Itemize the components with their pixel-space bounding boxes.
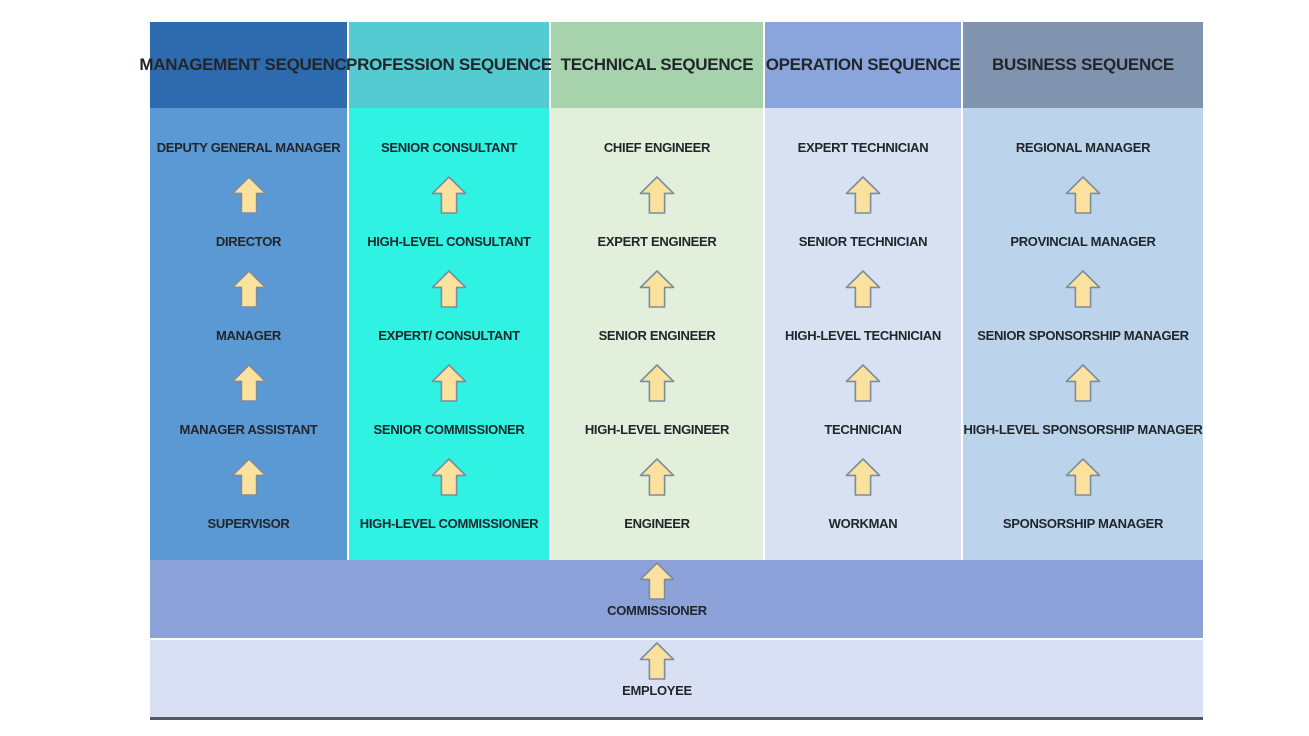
- column-header: PROFESSION SEQUENCE: [346, 22, 552, 108]
- level-label: SENIOR COMMISSIONER: [373, 422, 525, 437]
- up-arrow-icon: [639, 364, 675, 402]
- band-commissioner-content: COMMISSIONER: [551, 560, 763, 618]
- career-sequence-diagram: MANAGEMENT SEQUENCE DEPUTY GENERAL MANAG…: [139, 22, 1203, 720]
- level-label: SENIOR SPONSORSHIP MANAGER: [977, 328, 1189, 343]
- level-label: HIGH-LEVEL COMMISSIONER: [359, 516, 539, 531]
- column-body: EXPERT TECHNICIAN SENIOR TECHNICIAN HIGH…: [765, 108, 961, 560]
- up-arrow-icon: [639, 176, 675, 214]
- column-management-sequence: MANAGEMENT SEQUENCE DEPUTY GENERAL MANAG…: [139, 22, 358, 560]
- column-header: OPERATION SEQUENCE: [765, 22, 961, 108]
- level-label: REGIONAL MANAGER: [1015, 140, 1151, 155]
- sequence-columns: MANAGEMENT SEQUENCE DEPUTY GENERAL MANAG…: [139, 22, 1203, 560]
- band-employee: EMPLOYEE: [150, 640, 1203, 717]
- level-label: TECHNICIAN: [824, 422, 902, 437]
- up-arrow-icon: [1065, 364, 1101, 402]
- column-operation-sequence: OPERATION SEQUENCE EXPERT TECHNICIAN SEN…: [765, 22, 961, 560]
- level-label: EXPERT/ CONSULTANT: [378, 328, 520, 343]
- up-arrow-icon: [231, 270, 267, 308]
- up-arrow-icon: [1065, 458, 1101, 496]
- column-header: TECHNICAL SEQUENCE: [551, 22, 763, 108]
- up-arrow-icon: [845, 364, 881, 402]
- level-label: EXPERT TECHNICIAN: [797, 140, 929, 155]
- band-commissioner: COMMISSIONER: [150, 560, 1203, 638]
- column-body: DEPUTY GENERAL MANAGER DIRECTOR MANAGER …: [150, 108, 347, 560]
- column-technical-sequence: TECHNICAL SEQUENCE CHIEF ENGINEER EXPERT…: [551, 22, 763, 560]
- level-label: SENIOR ENGINEER: [598, 328, 716, 343]
- level-label: PROVINCIAL MANAGER: [1010, 234, 1156, 249]
- bottom-border: [150, 717, 1203, 720]
- level-label: SUPERVISOR: [207, 516, 290, 531]
- band-label: EMPLOYEE: [622, 683, 692, 698]
- column-body: SENIOR CONSULTANT HIGH-LEVEL CONSULTANT …: [349, 108, 549, 560]
- level-label: HIGH-LEVEL CONSULTANT: [367, 234, 531, 249]
- up-arrow-icon: [845, 458, 881, 496]
- level-label: SENIOR CONSULTANT: [381, 140, 517, 155]
- up-arrow-icon: [845, 270, 881, 308]
- level-label: HIGH-LEVEL TECHNICIAN: [785, 328, 941, 343]
- column-header: BUSINESS SEQUENCE: [963, 22, 1203, 108]
- band-divider: [150, 638, 1203, 640]
- level-label: MANAGER ASSISTANT: [179, 422, 318, 437]
- level-label: SENIOR TECHNICIAN: [798, 234, 928, 249]
- band-employee-content: EMPLOYEE: [551, 640, 763, 698]
- level-label: DIRECTOR: [215, 234, 282, 249]
- column-body: REGIONAL MANAGER PROVINCIAL MANAGER SENI…: [963, 108, 1203, 560]
- up-arrow-icon: [431, 176, 467, 214]
- up-arrow-icon: [1065, 176, 1101, 214]
- level-label: DEPUTY GENERAL MANAGER: [156, 140, 341, 155]
- up-arrow-icon: [231, 458, 267, 496]
- column-business-sequence: BUSINESS SEQUENCE REGIONAL MANAGER PROVI…: [963, 22, 1203, 560]
- up-arrow-icon: [231, 176, 267, 214]
- up-arrow-icon: [431, 458, 467, 496]
- up-arrow-icon: [431, 364, 467, 402]
- column-header: MANAGEMENT SEQUENCE: [139, 22, 358, 108]
- column-profession-sequence: PROFESSION SEQUENCE SENIOR CONSULTANT HI…: [346, 22, 552, 560]
- level-label: EXPERT ENGINEER: [597, 234, 717, 249]
- up-arrow-icon: [1065, 270, 1101, 308]
- level-label: ENGINEER: [624, 516, 690, 531]
- up-arrow-icon: [639, 270, 675, 308]
- up-arrow-icon: [639, 562, 675, 600]
- up-arrow-icon: [845, 176, 881, 214]
- level-label: HIGH-LEVEL ENGINEER: [584, 422, 730, 437]
- level-label: CHIEF ENGINEER: [603, 140, 711, 155]
- level-label: HIGH-LEVEL SPONSORSHIP MANAGER: [963, 422, 1203, 437]
- level-label: MANAGER: [215, 328, 282, 343]
- column-body: CHIEF ENGINEER EXPERT ENGINEER SENIOR EN…: [551, 108, 763, 560]
- up-arrow-icon: [231, 364, 267, 402]
- band-label: COMMISSIONER: [607, 603, 707, 618]
- level-label: WORKMAN: [828, 516, 898, 531]
- up-arrow-icon: [639, 642, 675, 680]
- up-arrow-icon: [639, 458, 675, 496]
- level-label: SPONSORSHIP MANAGER: [1002, 516, 1164, 531]
- up-arrow-icon: [431, 270, 467, 308]
